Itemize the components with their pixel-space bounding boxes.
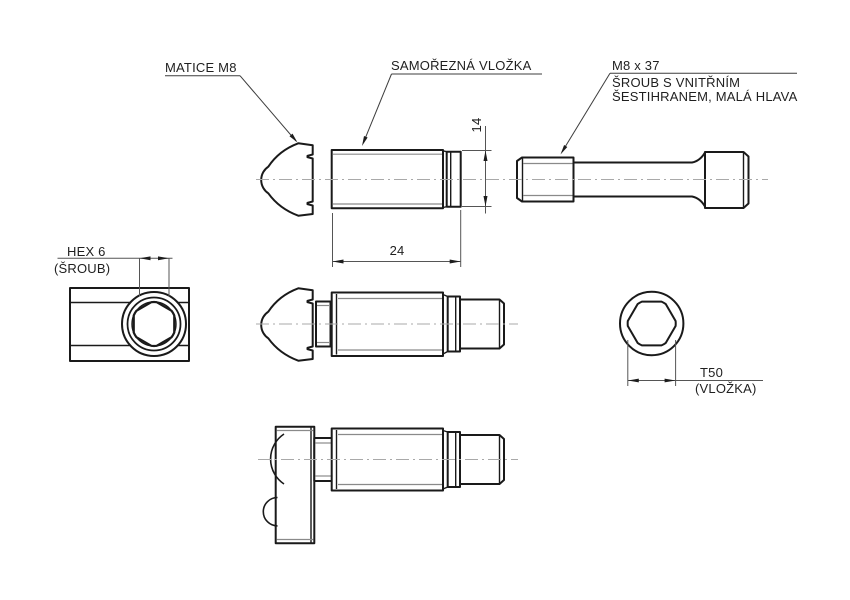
nut-label: MATICE M8 <box>165 60 237 75</box>
screw-label-line2: ŠROUB S VNITŘNÍM <box>612 75 741 90</box>
insert-label: SAMOŘEZNÁ VLOŽKA <box>391 58 532 73</box>
torx-dimension-sublabel: (VLOŽKA) <box>695 381 757 396</box>
dimension-14-text: 14 <box>468 117 484 133</box>
dimension-14 <box>462 126 492 214</box>
screw-label-line1: M8 x 37 <box>612 58 660 73</box>
screw-side-view <box>516 151 750 209</box>
hex-socket-front-view <box>57 256 190 362</box>
insert-leader <box>362 73 542 146</box>
hex-socket-profile <box>132 300 176 348</box>
hex-dimension-sublabel: (ŠROUB) <box>54 261 111 276</box>
hex-dimension-label: HEX 6 <box>67 244 106 259</box>
dimension-t50 <box>627 340 763 386</box>
dimension-24 <box>332 210 462 267</box>
dimension-24-text: 24 <box>389 243 405 258</box>
torx-front-view <box>619 290 763 386</box>
installed-section-view <box>258 425 518 545</box>
screw-leader <box>560 72 797 155</box>
screw-label-line3: ŠESTIHRANEM, MALÁ HLAVA <box>612 89 798 104</box>
nut-leader <box>165 75 298 143</box>
dimension-hex6 <box>57 256 173 297</box>
torx-dimension-label: T50 <box>700 365 724 380</box>
ball-detent-arc <box>262 496 278 527</box>
torx-socket-profile <box>626 300 677 347</box>
exploded-side-view <box>165 72 797 267</box>
assembled-side-view <box>256 287 518 362</box>
